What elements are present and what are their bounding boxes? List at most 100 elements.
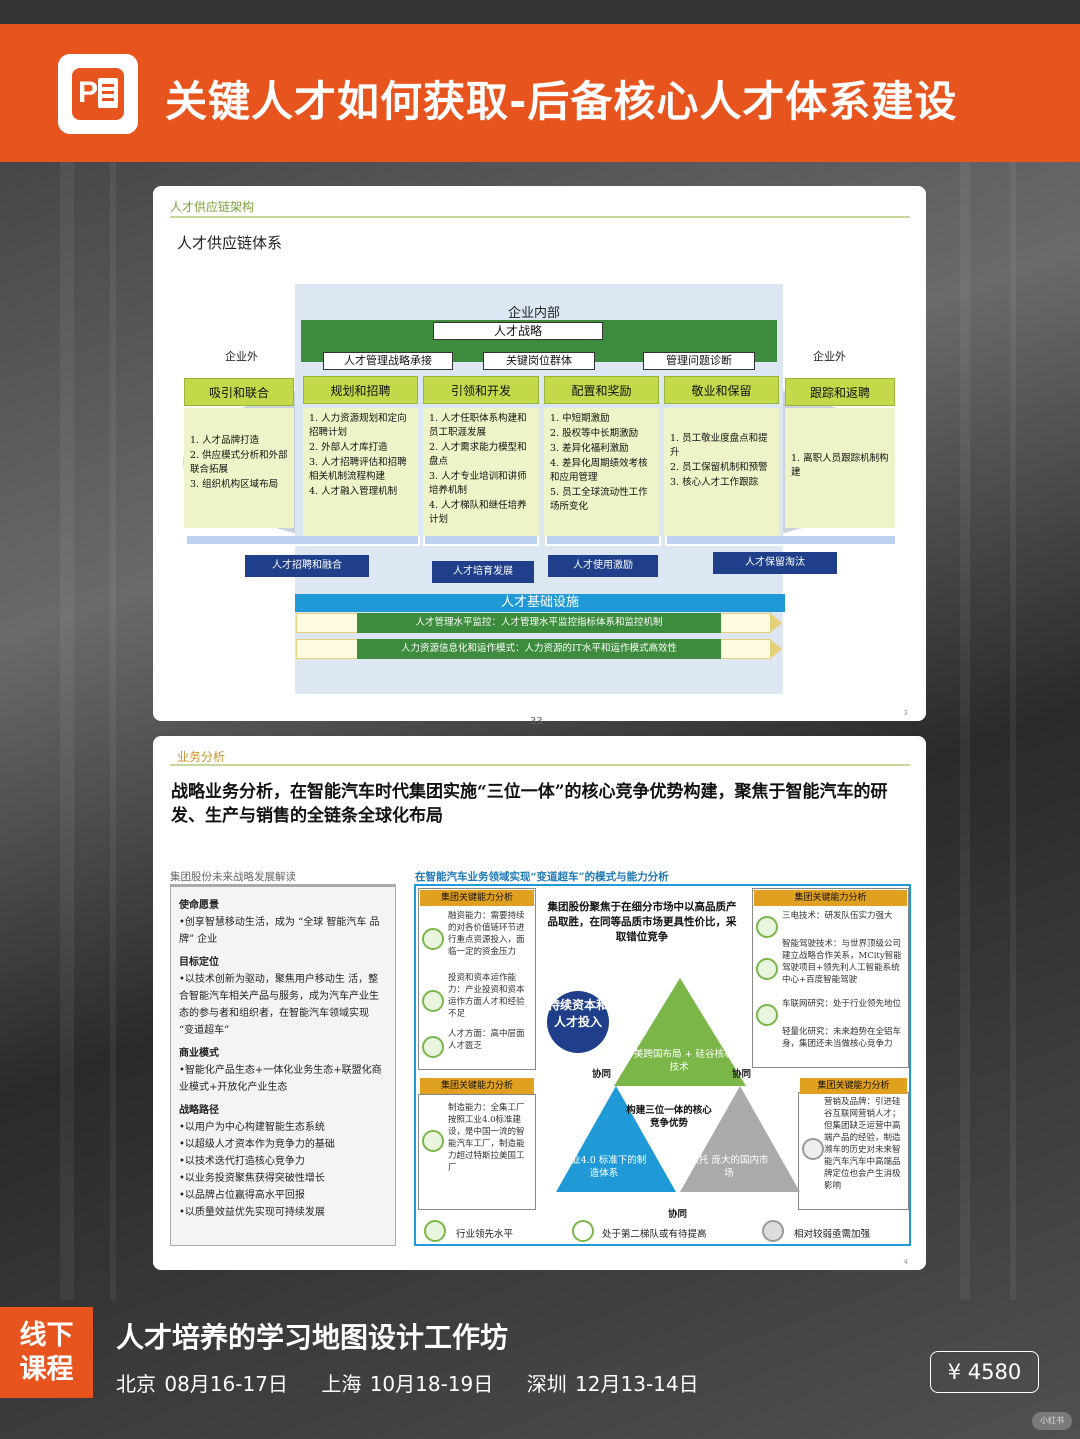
inner-title: 企业内部 bbox=[508, 302, 560, 321]
tri-left-label: 工业4.0 标准下的制造体系 bbox=[560, 1154, 648, 1180]
tag-retain: 人才保留淘汰 bbox=[713, 552, 837, 574]
lightbulb-icon bbox=[802, 1138, 824, 1160]
lightbulb-icon bbox=[422, 928, 444, 950]
bracket bbox=[185, 536, 420, 546]
legend-leading: 行业领先水平 bbox=[456, 1226, 513, 1240]
bracket bbox=[423, 536, 539, 546]
lightbulb-icon bbox=[756, 1004, 778, 1026]
synergy-label: 协同 bbox=[592, 1066, 611, 1080]
list-item: 3. 核心人才工作跟踪 bbox=[670, 476, 773, 490]
capability-head: 集团关键能力分析 bbox=[754, 890, 907, 906]
capability-text: 三电技术：研发队伍实力强大 bbox=[782, 910, 904, 922]
col-head-lead: 引领和开发 bbox=[423, 376, 539, 404]
infra-row-label: 人才管理水平监控：人才管理水平监控指标体系和监控机制 bbox=[357, 613, 721, 633]
investment-circle: 持续资本和人才投入 bbox=[547, 991, 609, 1053]
col-head-plan: 规划和招聘 bbox=[303, 376, 418, 404]
divider bbox=[170, 216, 910, 218]
course-title: 人才培养的学习地图设计工作坊 bbox=[116, 1316, 508, 1356]
section-line: •以用户为中心构建智能生态系统 bbox=[179, 1119, 387, 1136]
section-heading: 使命愿景 bbox=[179, 897, 387, 914]
list-item: 1. 人才品牌打造 bbox=[190, 434, 288, 448]
col-body-attract: 1. 人才品牌打造 2. 供应模式分析和外部联合拓展 3. 组织机构区域布局 bbox=[184, 408, 294, 528]
section-line: •以超级人才资本作为竞争力的基础 bbox=[179, 1136, 387, 1153]
list-item: 3. 差异化福利激励 bbox=[550, 442, 653, 456]
list-item: 4. 差异化周期绩效考核和应用管理 bbox=[550, 457, 653, 485]
capability-text: 营销及品牌：引进硅谷互联网营销人才；但集团缺乏运营中高端产品的经验，制造濒车的历… bbox=[824, 1096, 906, 1192]
slide-tag: 业务分析 bbox=[177, 748, 225, 765]
capability-text: 智能驾驶技术：与世界顶级公司建立战略合作关系，MCity智能驾驶项目+领先利人工… bbox=[782, 938, 904, 986]
infra-row: 人才管理水平监控：人才管理水平监控指标体系和监控机制 bbox=[296, 613, 771, 633]
badge-text: 线下课程 bbox=[15, 1319, 79, 1387]
watermark: 小红书 bbox=[1032, 1412, 1072, 1430]
tri-center-label: 构建三位一体的核心竞争优势 bbox=[626, 1104, 712, 1130]
section-text: •智能化产品生态+一体化业务生态+联盟化商业模式+开放化产业生态 bbox=[179, 1062, 387, 1096]
offline-course-badge: 线下课程 bbox=[0, 1307, 93, 1398]
lightbulb-icon bbox=[762, 1220, 784, 1242]
section-heading: 战略路径 bbox=[179, 1102, 387, 1119]
list-item: 3. 组织机构区域布局 bbox=[190, 478, 288, 492]
bg-stripe bbox=[1010, 160, 1016, 1300]
slide-business-analysis: 业务分析 战略业务分析，在智能汽车时代集团实施“三位一体”的核心竞争优势构建，聚… bbox=[153, 736, 926, 1270]
capability-text: 车联网研究：处于行业领先地位 bbox=[782, 998, 904, 1010]
strategy-box: 人才战略 bbox=[433, 322, 603, 340]
legend-second: 处于第二梯队或有待提高 bbox=[602, 1226, 707, 1240]
list-item: 5. 员工全球流动性工作场所变化 bbox=[550, 486, 653, 514]
legend-weak: 相对较弱亟需加强 bbox=[794, 1226, 870, 1240]
infrastructure-bar: 人才基础设施 bbox=[295, 594, 785, 612]
slide-heading: 战略业务分析，在智能汽车时代集团实施“三位一体”的核心竞争优势构建，聚焦于智能汽… bbox=[171, 780, 911, 828]
bg-stripe bbox=[110, 160, 116, 1300]
bracket bbox=[545, 536, 661, 546]
capability-panel: 集团关键能力分析 融资能力：需要持续的对各价值链环节进行重点资源投入，面临一定的… bbox=[414, 884, 911, 1246]
list-item: 2. 员工保留机制和预警 bbox=[670, 461, 773, 475]
col-body-track: 1. 离职人员跟踪机制构建 bbox=[785, 408, 895, 528]
lightbulb-icon bbox=[756, 958, 778, 980]
tag-recruit: 人才招聘和融合 bbox=[245, 555, 369, 577]
list-item: 2. 股权等中长期激励 bbox=[550, 427, 653, 441]
list-item: 2. 供应模式分析和外部联合拓展 bbox=[190, 449, 288, 477]
behind-page-number: 33 bbox=[530, 716, 543, 727]
powerpoint-icon: P bbox=[58, 54, 138, 134]
arrow-right-icon bbox=[770, 613, 782, 633]
bracket bbox=[665, 536, 897, 546]
tag-motivate: 人才使用激励 bbox=[548, 555, 658, 577]
capability-text: 人才方面：高中层面人才匮乏 bbox=[448, 1028, 532, 1052]
list-item: 1. 人才任职体系构建和员工职涯发展 bbox=[429, 412, 533, 440]
list-item: 1. 中短期激励 bbox=[550, 412, 653, 426]
list-item: 4. 人才融入管理机制 bbox=[309, 485, 412, 499]
right-title: 在智能汽车业务领域实现“变道超车”的模式与能力分析 bbox=[415, 869, 669, 884]
section-line: •以质量效益优先实现可持续发展 bbox=[179, 1204, 387, 1221]
outside-left: 企业外 bbox=[225, 348, 258, 364]
lightbulb-icon bbox=[756, 916, 778, 938]
col-head-allocate: 配置和奖励 bbox=[544, 376, 659, 404]
col-head-retain: 敬业和保留 bbox=[664, 376, 779, 404]
section-line: •以品牌占位赢得高水平回报 bbox=[179, 1187, 387, 1204]
col-body-lead: 1. 人才任职体系构建和员工职涯发展 2. 人才需求能力模型和盘点 3. 人才专… bbox=[423, 408, 539, 536]
capability-text: 融资能力：需要持续的对各价值链环节进行重点资源投入，面临一定的资金压力 bbox=[448, 910, 532, 958]
infra-row: 人力资源信息化和运作模式：人力资源的IT水平和运作模式高效性 bbox=[296, 639, 771, 659]
tri-right-label: 依托 庞大的国内市场 bbox=[686, 1154, 772, 1180]
lightbulb-icon bbox=[422, 1036, 444, 1058]
capability-text: 轻量化研究：未来趋势在全铝车身，集团还未当做核心竞争力 bbox=[782, 1026, 904, 1050]
header-banner: P 关键人才如何获取-后备核心人才体系建设 bbox=[0, 24, 1080, 162]
bg-stripe bbox=[960, 160, 970, 1300]
section-text: •以技术创新为驱动，聚焦用户移动生 活，整合智能汽车相关产品与服务，成为汽车产业… bbox=[179, 971, 387, 1039]
price-button[interactable]: ¥ 4580 bbox=[930, 1351, 1039, 1393]
sub-box-diagnosis: 管理问题诊断 bbox=[643, 352, 755, 370]
col-head-track: 跟踪和返聘 bbox=[785, 378, 895, 406]
bg-stripe bbox=[60, 160, 74, 1300]
section-heading: 目标定位 bbox=[179, 954, 387, 971]
list-item: 4. 人才梯队和继任培养计划 bbox=[429, 499, 533, 527]
tag-develop: 人才培育发展 bbox=[432, 561, 534, 583]
slide-heading: 人才供应链体系 bbox=[177, 232, 282, 253]
section-line: •以技术迭代打造核心竞争力 bbox=[179, 1153, 387, 1170]
capability-head: 集团关键能力分析 bbox=[420, 1078, 534, 1094]
left-title: 集团股份未来战略发展解读 bbox=[170, 869, 296, 884]
lightbulb-icon bbox=[422, 1130, 444, 1152]
top-bar bbox=[0, 0, 1080, 24]
list-item: 3. 人才招聘评估和招聘相关机制流程构建 bbox=[309, 456, 412, 484]
capability-text: 投资和资本运作能力：产业投资和资本运作方面人才和经验不足 bbox=[448, 972, 532, 1020]
list-item: 1. 人力资源规划和定向招聘计划 bbox=[309, 412, 412, 440]
center-title: 集团股份聚焦于在细分市场中以高品质产品取胜，在同等品质市场更具性价比，采取错位竞… bbox=[544, 900, 740, 945]
synergy-label: 协同 bbox=[732, 1066, 751, 1080]
list-item: 1. 员工敬业度盘点和提升 bbox=[670, 432, 773, 460]
